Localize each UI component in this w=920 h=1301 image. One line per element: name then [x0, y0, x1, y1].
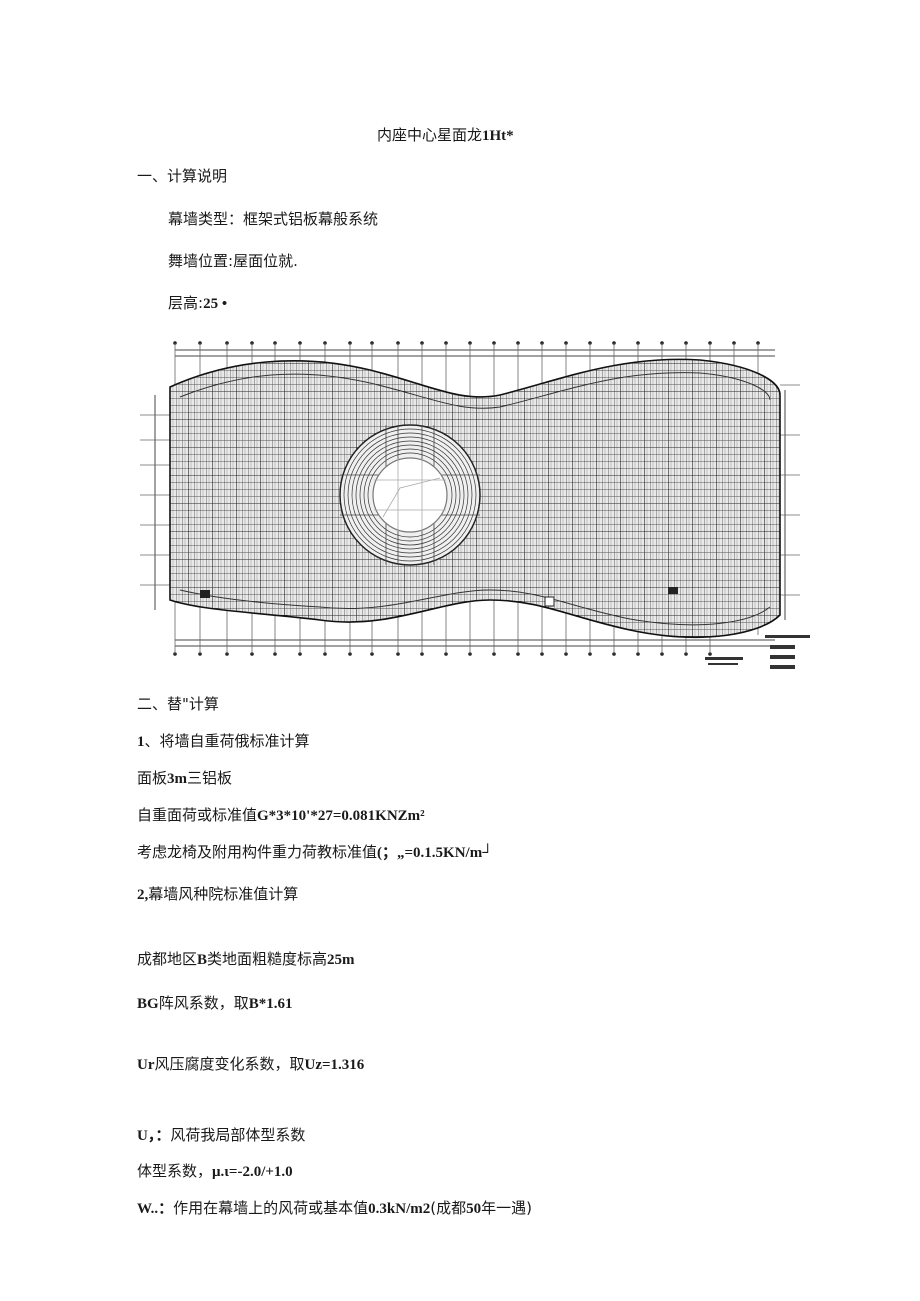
shape-factor-line: 体型系数，μ.ι=-2.0/+1.0 [137, 1162, 293, 1180]
curtain-wall-type: 幕墙类型：框架式铝板幕般系统 [168, 210, 379, 228]
gust-factor-line: BG阵风系数，取B*1.61 [137, 994, 293, 1012]
section2-heading: 二、替"计算 [137, 695, 219, 713]
terrain-line: 成都地区B类地面粗糙度标高25m [137, 950, 355, 968]
shape-factor-label-line: U，：风荷我局部体型系数 [137, 1126, 306, 1144]
title-cn: 内座中心星面龙 [377, 126, 483, 144]
height-coefficient-line: Ur风压腐度变化系数，取Uz=1.316 [137, 1055, 365, 1073]
section1-heading: 一、计算说明 [137, 167, 228, 185]
sub2-heading: 2,幕墙风种院标准值计算 [137, 885, 299, 903]
basic-wind-line: W..：作用在幕墙上的风荷或基本值0.3kN/m2(成都50年一遇) [137, 1199, 532, 1217]
roof-plan-drawing [140, 341, 810, 669]
sub1-heading: 1、将墙自重荷俄标准计算 [137, 732, 310, 750]
keel-weight-line: 考虑龙椅及附用构件重力荷教标准值(；„=0.1.5KN/m┘ [137, 843, 493, 861]
floor-height: 层高:25 • [168, 294, 228, 312]
document-title: 内座中心星面龙1Ht* [377, 126, 514, 145]
curtain-wall-position: 舞墙位置:屋面位就. [168, 252, 298, 270]
panel-line: 面板3m三铝板 [137, 769, 233, 787]
self-weight-line: 自重面荷或标准值G*3*10'*27=0.081KNZm² [137, 806, 425, 824]
title-suffix: 1Ht* [482, 128, 514, 144]
